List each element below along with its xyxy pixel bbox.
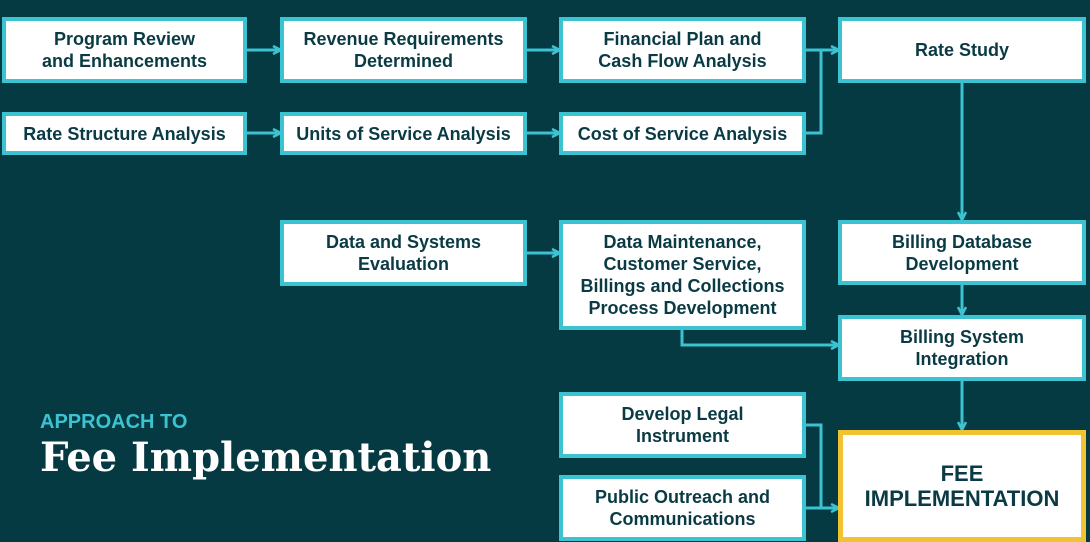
arrow-legal-to-fee (806, 423, 823, 508)
box-program-review: Program Review and Enhancements (2, 17, 247, 83)
box-public-outreach: Public Outreach and Communications (559, 475, 806, 541)
box-financial-plan: Financial Plan and Cash Flow Analysis (559, 17, 806, 83)
page-title: Fee Implementation (40, 434, 492, 481)
arrow-cost-to-rate-study (806, 50, 823, 135)
box-units-of-service: Units of Service Analysis (280, 112, 527, 155)
box-rate-structure: Rate Structure Analysis (2, 112, 247, 155)
box-data-maintenance: Data Maintenance, Customer Service, Bill… (559, 220, 806, 330)
box-fee-implementation: FEE IMPLEMENTATION (838, 430, 1086, 542)
box-legal-instrument: Develop Legal Instrument (559, 392, 806, 458)
box-revenue-requirements: Revenue Requirements Determined (280, 17, 527, 83)
box-cost-of-service: Cost of Service Analysis (559, 112, 806, 155)
title-kicker: APPROACH TO (40, 411, 188, 433)
box-billing-database: Billing Database Development (838, 220, 1086, 285)
box-billing-system: Billing System Integration (838, 315, 1086, 381)
box-data-systems: Data and Systems Evaluation (280, 220, 527, 286)
arrow-maintenance-to-billing-system (680, 330, 838, 345)
box-rate-study: Rate Study (838, 17, 1086, 83)
